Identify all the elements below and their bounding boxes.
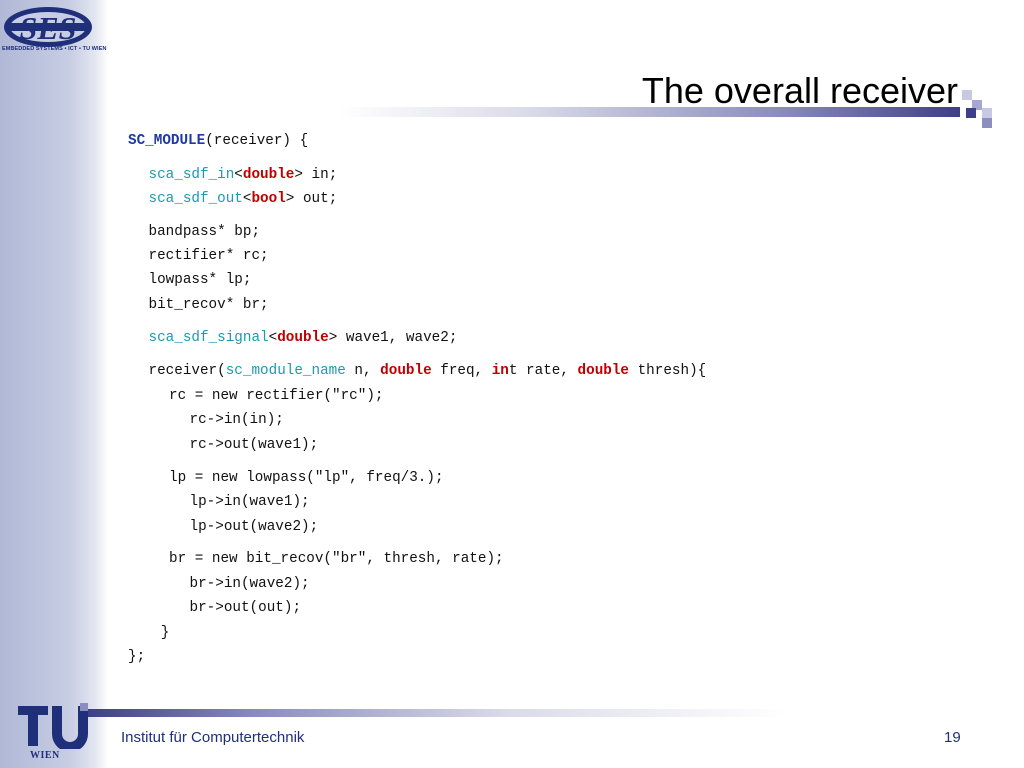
code-token: lowpass* lp; xyxy=(148,272,252,288)
decor-square xyxy=(982,118,992,128)
code-line: SC_MODULE(receiver) { xyxy=(128,131,308,151)
code-token: (receiver) { xyxy=(205,133,309,149)
code-token: double xyxy=(277,330,329,346)
code-line: lp->out(wave2); xyxy=(190,517,319,537)
code-line: lp = new lowpass("lp", freq/3.); xyxy=(169,468,444,488)
code-token: lp->out(wave2); xyxy=(189,519,319,535)
code-line: lp->in(wave1); xyxy=(190,492,310,512)
svg-text:SES: SES xyxy=(20,10,77,46)
code-line: receiver(sc_module_name n, double freq, … xyxy=(149,361,707,381)
code-token: lp->in(wave1); xyxy=(189,494,310,510)
sidebar-gradient xyxy=(0,0,108,768)
code-token: double xyxy=(242,167,295,183)
code-token: br->in(wave2); xyxy=(189,576,310,592)
code-token: rc = new rectifier("rc"); xyxy=(169,388,384,404)
code-line: br = new bit_recov("br", thresh, rate); xyxy=(169,549,504,569)
code-line: rectifier* rc; xyxy=(149,246,269,266)
code-token: sc_module_name xyxy=(225,363,346,379)
code-line: br->out(out); xyxy=(190,598,302,618)
es-logo-icon: SES xyxy=(4,7,92,47)
code-token: sca_sdf_signal xyxy=(148,330,269,346)
code-token: rectifier* rc; xyxy=(148,248,269,264)
code-line: sca_sdf_out<bool> out; xyxy=(149,189,338,209)
code-token: sca_sdf_out xyxy=(148,191,243,207)
code-line: }; xyxy=(128,647,145,667)
slide-title: The overall receiver xyxy=(641,70,958,111)
code-token: n, xyxy=(345,363,381,379)
code-line: rc->out(wave1); xyxy=(190,435,319,455)
code-token: rc->out(wave1); xyxy=(189,437,319,453)
title-underline-bar xyxy=(340,107,960,117)
code-token: > out; xyxy=(285,191,338,207)
footer-institute: Institut für Computertechnik xyxy=(121,729,305,746)
code-token: lp = new lowpass("lp", freq/3.); xyxy=(169,470,444,486)
decor-square xyxy=(972,100,982,110)
tu-wien-caption: WIEN xyxy=(30,750,60,761)
code-token: bool xyxy=(251,191,286,207)
code-token: < xyxy=(242,191,252,207)
code-line: bit_recov* br; xyxy=(149,295,269,315)
page-number: 19 xyxy=(944,729,961,746)
code-token: br = new bit_recov("br", thresh, rate); xyxy=(169,551,504,567)
code-token: rc->in(in); xyxy=(189,412,284,428)
code-line: sca_sdf_in<double> in; xyxy=(149,165,338,185)
code-token: thresh){ xyxy=(629,363,707,379)
code-token: freq, xyxy=(431,363,492,379)
code-token: double xyxy=(380,363,432,379)
code-token: t rate, xyxy=(508,363,578,379)
code-line: rc = new rectifier("rc"); xyxy=(169,386,384,406)
code-line: sca_sdf_signal<double> wave1, wave2; xyxy=(149,328,458,348)
code-token: < xyxy=(268,330,278,346)
tu-wien-logo-icon xyxy=(18,703,88,749)
code-token: }; xyxy=(128,649,146,665)
code-token: double xyxy=(577,363,630,379)
code-token: > wave1, wave2; xyxy=(328,330,458,346)
decor-square xyxy=(966,108,976,118)
decor-square xyxy=(962,90,972,100)
code-token: < xyxy=(234,167,243,183)
code-token: sca_sdf_in xyxy=(148,167,235,183)
code-token: bandpass* bp; xyxy=(148,224,261,240)
es-logo-caption: EMBEDDED SYSTEMS • ICT • TU WIEN xyxy=(2,46,107,52)
code-token: } xyxy=(160,625,170,641)
code-token: SC_MODULE xyxy=(128,133,206,149)
decor-square xyxy=(982,108,992,118)
code-token: > in; xyxy=(294,167,338,183)
code-token: in xyxy=(491,363,509,379)
code-line: rc->in(in); xyxy=(190,410,284,430)
code-line: bandpass* bp; xyxy=(149,222,261,242)
code-line: br->in(wave2); xyxy=(190,574,310,594)
code-line: lowpass* lp; xyxy=(149,270,252,290)
code-token: bit_recov* br; xyxy=(148,297,269,313)
code-token: br->out(out); xyxy=(189,600,302,616)
code-token: receiver( xyxy=(148,363,226,379)
code-line: } xyxy=(161,623,170,643)
footer-bar xyxy=(88,709,788,717)
